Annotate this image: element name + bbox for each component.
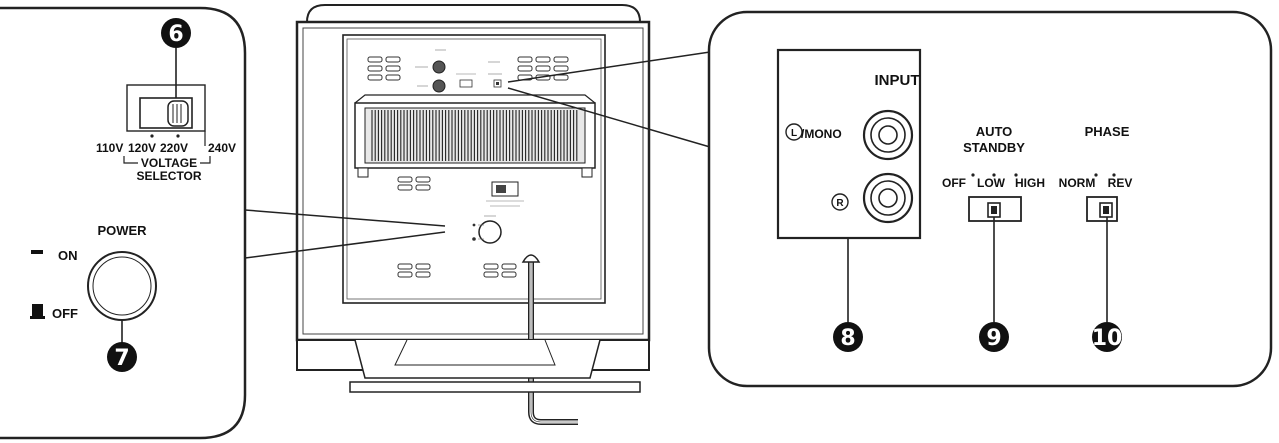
input-title: INPUT [875, 72, 920, 89]
right-detail-panel: INPUT L /MONO R 8 AUTO STANDBY OFF LOW H… [707, 10, 1273, 388]
auto-standby-label-1: AUTO [976, 124, 1013, 139]
phase-option-norm: NORM [1059, 176, 1096, 190]
callout-10-number: 10 [1092, 326, 1123, 351]
subwoofer-unit [295, 4, 651, 425]
input-left-letter-ring [785, 123, 803, 141]
phase-switch[interactable] [1086, 196, 1118, 222]
callout-9-number: 9 [986, 326, 1001, 351]
voltage-option-220v: 220V [160, 141, 188, 155]
leader-lines [244, 51, 711, 259]
callout-9-badge [979, 322, 1009, 352]
left-detail-panel: 6 110V 120V 220V 240V VOLTAGE SELECTOR P… [0, 6, 247, 440]
power-on-label: ON [58, 248, 78, 263]
callout-7-badge [107, 342, 137, 372]
callout-6-badge [161, 18, 191, 48]
input-right-letter: R [836, 198, 844, 209]
auto-standby-option-off: OFF [942, 176, 966, 190]
input-left-label: /MONO [801, 127, 842, 141]
auto-standby-option-high: HIGH [1015, 176, 1045, 190]
auto-standby-option-low: LOW [977, 176, 1006, 190]
callout-7-number: 7 [114, 346, 129, 371]
power-on-icon [31, 250, 43, 254]
input-left-jack[interactable] [862, 109, 914, 161]
power-label: POWER [97, 223, 147, 238]
power-cord [521, 254, 578, 425]
voltage-selector-knob[interactable] [167, 100, 189, 127]
callout-8-badge [833, 322, 863, 352]
callout-6-number: 6 [168, 22, 183, 47]
heatsink-grille [354, 94, 596, 178]
power-button[interactable] [87, 251, 157, 321]
callout-10-badge [1092, 322, 1122, 352]
power-off-icon [30, 304, 45, 319]
voltage-option-120v: 120V [128, 141, 156, 155]
phase-label: PHASE [1085, 124, 1130, 139]
input-left-letter: L [791, 128, 797, 139]
mini-power-switch [472, 215, 502, 244]
stand-base [296, 339, 650, 393]
voltage-selector-switch[interactable] [126, 84, 206, 138]
voltage-selector-label-2: SELECTOR [136, 169, 201, 183]
phase-option-rev: REV [1108, 176, 1133, 190]
input-right-letter-ring [831, 193, 849, 211]
vent-slots [367, 56, 569, 278]
auto-standby-switch[interactable] [968, 196, 1022, 222]
voltage-selector-label-1: VOLTAGE [141, 156, 197, 170]
power-off-label: OFF [52, 306, 78, 321]
voltage-option-240v: 240V [208, 141, 236, 155]
input-right-jack[interactable] [862, 172, 914, 224]
auto-standby-label-2: STANDBY [963, 140, 1025, 155]
voltage-option-110v: 110V [96, 141, 123, 155]
mini-controls [415, 49, 502, 93]
callout-8-number: 8 [840, 326, 855, 351]
mini-voltage-switch [486, 181, 524, 207]
